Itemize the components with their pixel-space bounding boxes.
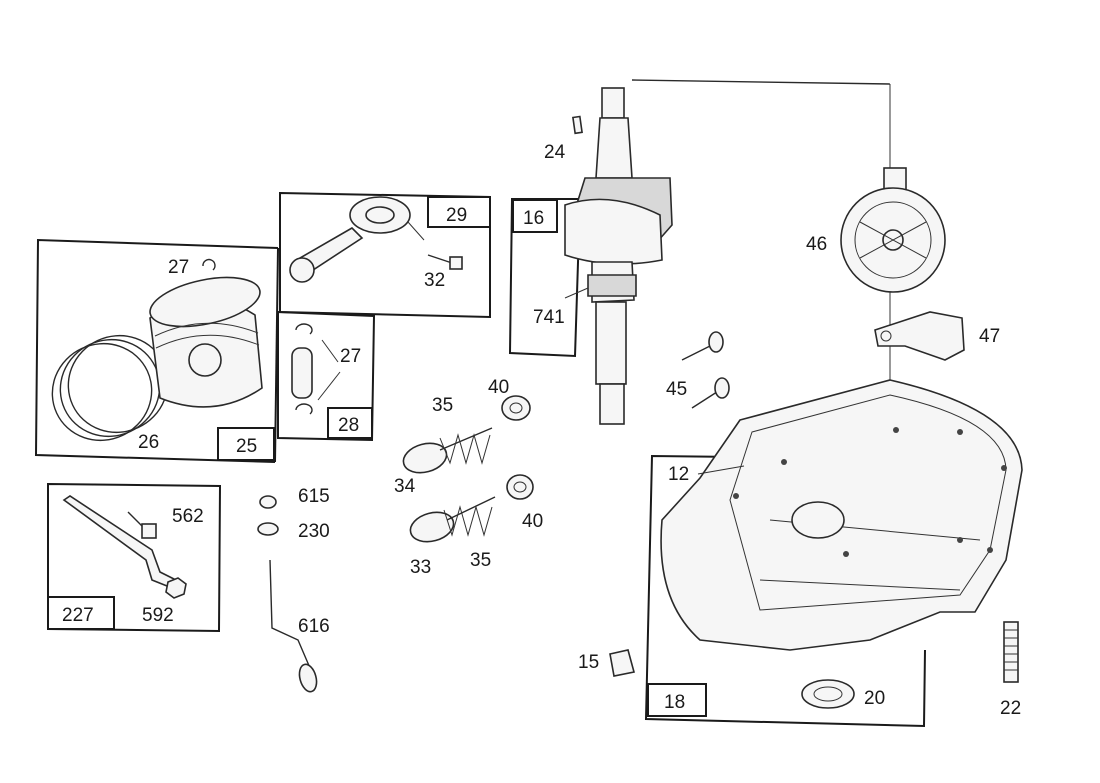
piston-group-box: 25 [34, 238, 279, 463]
leader-741 [564, 287, 589, 299]
label-26: 26 [138, 432, 159, 453]
box-number-18: 18 [664, 692, 685, 713]
label-24: 24 [544, 142, 566, 163]
label-20: 20 [864, 688, 885, 709]
connecting-rod-part [289, 196, 425, 283]
label-616: 616 [298, 616, 330, 637]
washer-230-part [257, 522, 279, 536]
leader-27b [317, 371, 341, 401]
sump-group-box: 18 [644, 454, 926, 728]
leader-27 [321, 339, 339, 363]
label-615: 615 [298, 486, 330, 507]
label-35-bottom: 35 [470, 550, 491, 571]
label-47: 47 [979, 326, 1000, 347]
piston-rings-part [51, 334, 169, 442]
label-741: 741 [533, 307, 565, 328]
label-40-top: 40 [488, 377, 509, 398]
screw-22-part [1003, 621, 1019, 683]
label-32: 32 [424, 270, 445, 291]
breather-bracket-part [62, 495, 178, 590]
seal-20-part [801, 679, 855, 709]
nut-592-part [165, 577, 187, 599]
valve-34-part [402, 427, 493, 474]
label-27-right: 27 [340, 346, 361, 367]
dowel-pins-part [681, 331, 730, 409]
box-number-29: 29 [446, 205, 467, 226]
label-592: 592 [142, 605, 174, 626]
connecting-rod-box: 29 [279, 191, 491, 319]
piston-pin-lock-part [202, 258, 216, 271]
valve-33-part [409, 496, 496, 543]
box-number-16: 16 [523, 208, 544, 229]
crankshaft-part [564, 87, 673, 425]
pin-lock-bottom-part [295, 403, 313, 415]
plug-15-part [609, 649, 635, 677]
label-12: 12 [668, 464, 689, 485]
label-33: 33 [410, 557, 431, 578]
piston-pin-part [291, 347, 313, 399]
sump-part [660, 379, 1023, 651]
piston-part [149, 276, 263, 408]
pin-lock-top-part [295, 323, 313, 335]
rod-screw-part [427, 254, 463, 270]
box-number-28: 28 [338, 415, 359, 436]
breather-group-box: 227 [47, 482, 222, 633]
label-35-top: 35 [432, 395, 453, 416]
box-number-227: 227 [62, 605, 94, 626]
leader-line-top [631, 79, 891, 85]
cam-gear-part [840, 167, 946, 293]
label-40-bottom: 40 [522, 511, 543, 532]
label-562: 562 [172, 506, 204, 527]
dipstick-616-part [269, 559, 318, 693]
screw-562-part [127, 511, 157, 539]
retainer-40-top-part [501, 395, 531, 421]
label-46: 46 [806, 234, 827, 255]
label-230: 230 [298, 521, 330, 542]
label-34: 34 [394, 476, 416, 497]
label-15: 15 [578, 652, 599, 673]
retainer-615-part [259, 495, 277, 509]
label-45: 45 [666, 379, 687, 400]
governor-part [874, 311, 965, 361]
crankshaft-box: 16 [508, 198, 581, 358]
leader-12 [697, 465, 745, 475]
pin-group-box: 28 [277, 310, 376, 442]
retainer-40-bottom-part [506, 474, 534, 500]
label-22: 22 [1000, 698, 1021, 719]
box-number-25: 25 [236, 436, 257, 457]
label-27-top: 27 [168, 257, 189, 278]
crank-key-part [572, 115, 583, 135]
